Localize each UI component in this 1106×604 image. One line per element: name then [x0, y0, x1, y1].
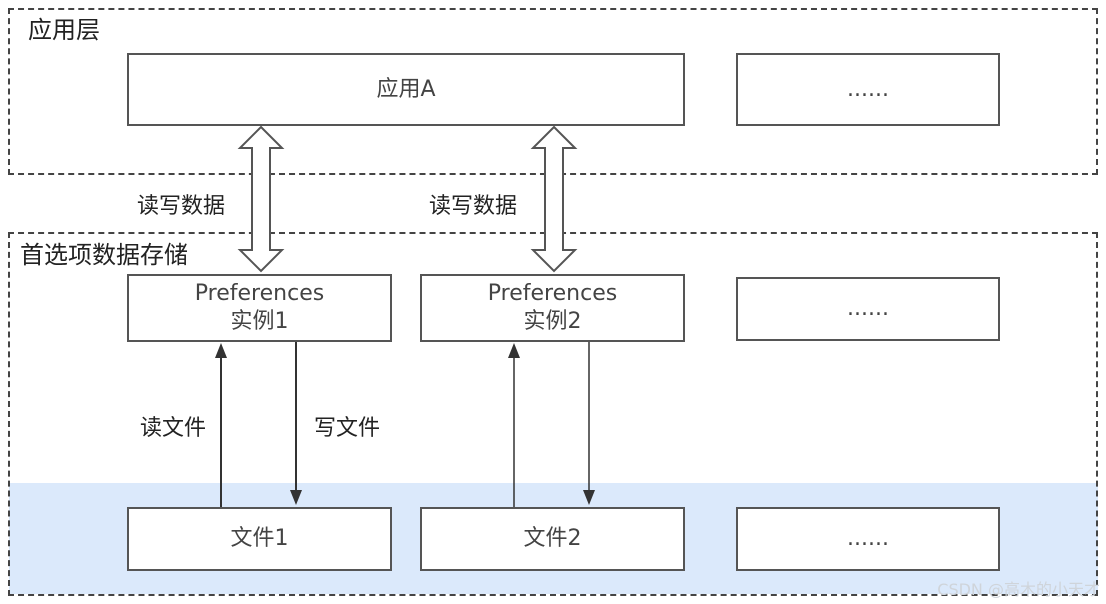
- preferences-instance-2[interactable]: Preferences 实例2: [420, 274, 685, 342]
- watermark: CSDN @高木的小天才: [937, 580, 1100, 599]
- read-write-arrow-1: [237, 125, 285, 273]
- read-file-arrowhead-1: [215, 343, 227, 358]
- file-more-box[interactable]: ......: [736, 507, 1000, 571]
- preferences-instance-1[interactable]: Preferences 实例1: [127, 274, 392, 342]
- read-write-data-label-1: 读写数据: [137, 194, 226, 219]
- write-file-arrowhead-2: [583, 490, 595, 505]
- preferences-storage-layer-title: 首选项数据存储: [20, 241, 188, 269]
- application-layer-title: 应用层: [28, 16, 100, 44]
- preferences-instance-1-line1: Preferences: [194, 281, 325, 306]
- app-a-box[interactable]: 应用A: [127, 53, 685, 126]
- read-file-arrowhead-2: [508, 343, 520, 358]
- preferences-instance-1-line2: 实例1: [230, 309, 289, 334]
- preferences-instance-2-line1: Preferences: [487, 281, 618, 306]
- write-file-label: 写文件: [314, 416, 381, 441]
- app-more-box[interactable]: ......: [736, 53, 1000, 126]
- app-a-label: 应用A: [376, 76, 436, 102]
- file-1-box[interactable]: 文件1: [127, 507, 392, 571]
- read-file-label: 读文件: [140, 416, 207, 441]
- preferences-more-label: ......: [847, 296, 889, 321]
- write-file-arrowhead-1: [290, 490, 302, 505]
- preferences-more-box[interactable]: ......: [736, 277, 1000, 341]
- preferences-instance-2-line2: 实例2: [523, 309, 582, 334]
- file-more-label: ......: [847, 526, 889, 551]
- app-more-label: ......: [847, 76, 889, 102]
- file-2-label: 文件2: [523, 526, 582, 551]
- read-write-arrow-2: [530, 125, 578, 273]
- file-1-label: 文件1: [230, 526, 289, 551]
- file-2-box[interactable]: 文件2: [420, 507, 685, 571]
- read-write-data-label-2: 读写数据: [429, 194, 518, 219]
